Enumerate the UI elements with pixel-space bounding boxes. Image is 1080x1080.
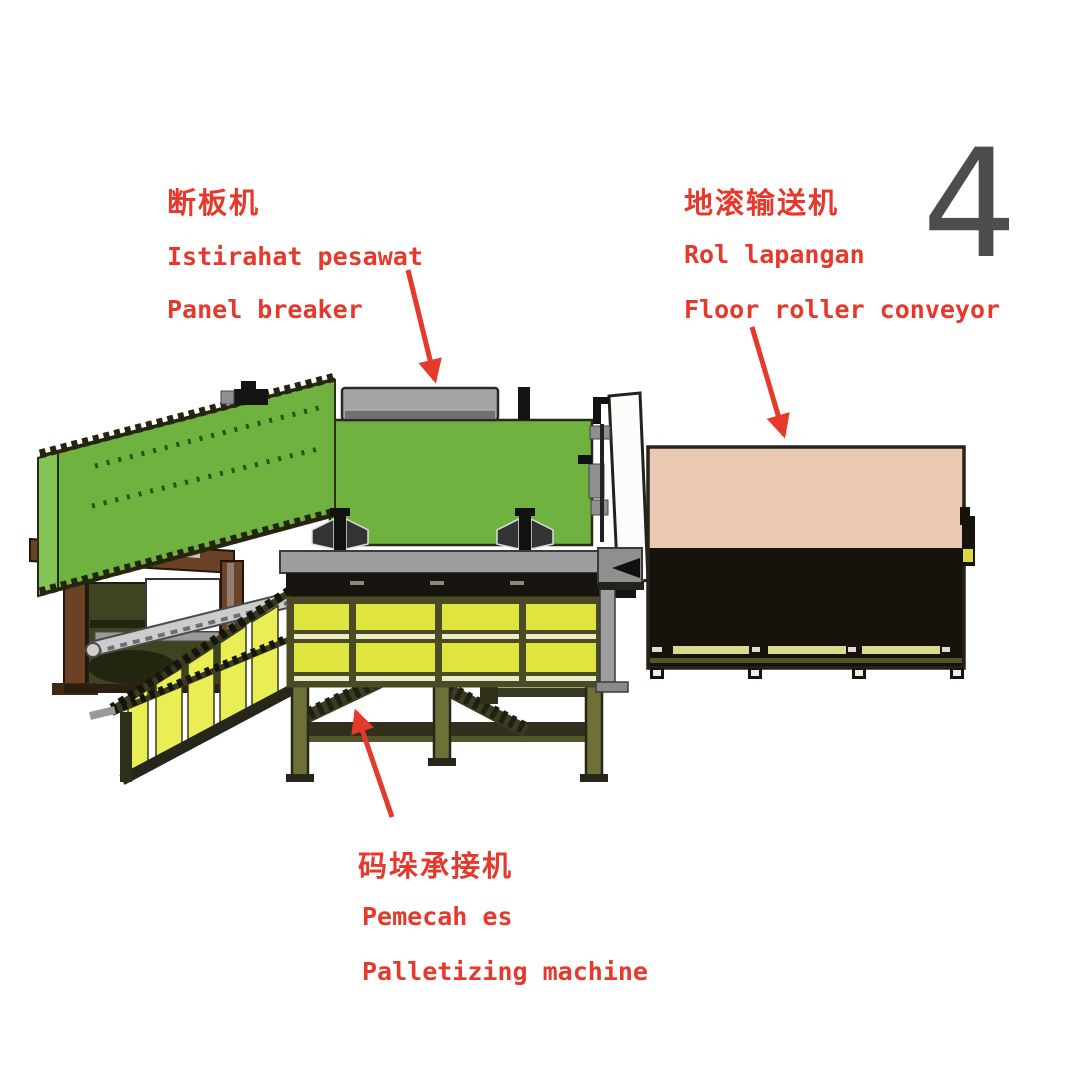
body-clamps	[311, 508, 554, 551]
panel-breaker-label-en: Panel breaker	[167, 295, 363, 324]
conveyor-tan-panel	[648, 447, 964, 548]
base-rails	[279, 550, 643, 598]
conveyor-slats	[673, 646, 940, 654]
stair-panels	[127, 604, 279, 773]
black-post	[518, 387, 530, 420]
arrow-panel-breaker	[405, 269, 442, 384]
conveyor-serrations	[38, 372, 337, 597]
motor	[234, 389, 268, 405]
breaker-head	[220, 381, 530, 422]
palletizing-label-id: Pemecah es	[362, 902, 513, 931]
safety-fence	[286, 559, 629, 693]
base-legs	[290, 682, 604, 778]
gray-rail	[279, 550, 643, 574]
palletizing-label-en: Palletizing machine	[362, 957, 648, 986]
stairs	[89, 586, 298, 785]
floor-roller-label-id: Rol lapangan	[684, 240, 865, 269]
callout-arrows	[351, 269, 790, 818]
panel-breaker-label-id: Istirahat pesawat	[167, 242, 423, 271]
black-rail	[286, 573, 636, 598]
side-panel	[578, 391, 650, 590]
page-number: 4	[922, 118, 1018, 292]
floor-roller-conveyor	[646, 445, 975, 679]
panel-breaker-label-zh: 断板机	[167, 186, 261, 220]
palletizing-base	[286, 670, 608, 782]
conveyor-feet	[650, 668, 964, 679]
floor-roller-label-zh: 地滚输送机	[684, 186, 840, 220]
palletizing-label-zh: 码垛承接机	[358, 849, 514, 883]
arrow-floor-roller-conveyor	[749, 326, 790, 439]
inclined-conveyor-endcap	[37, 450, 59, 598]
stair-stringer	[119, 683, 298, 785]
floor-roller-label-en: Floor roller conveyor	[684, 295, 1001, 324]
conveyor-latch	[960, 507, 975, 566]
panel-breaker-machine	[37, 378, 594, 598]
machine-body	[328, 418, 594, 547]
arrow-palletizing-machine	[351, 708, 395, 818]
